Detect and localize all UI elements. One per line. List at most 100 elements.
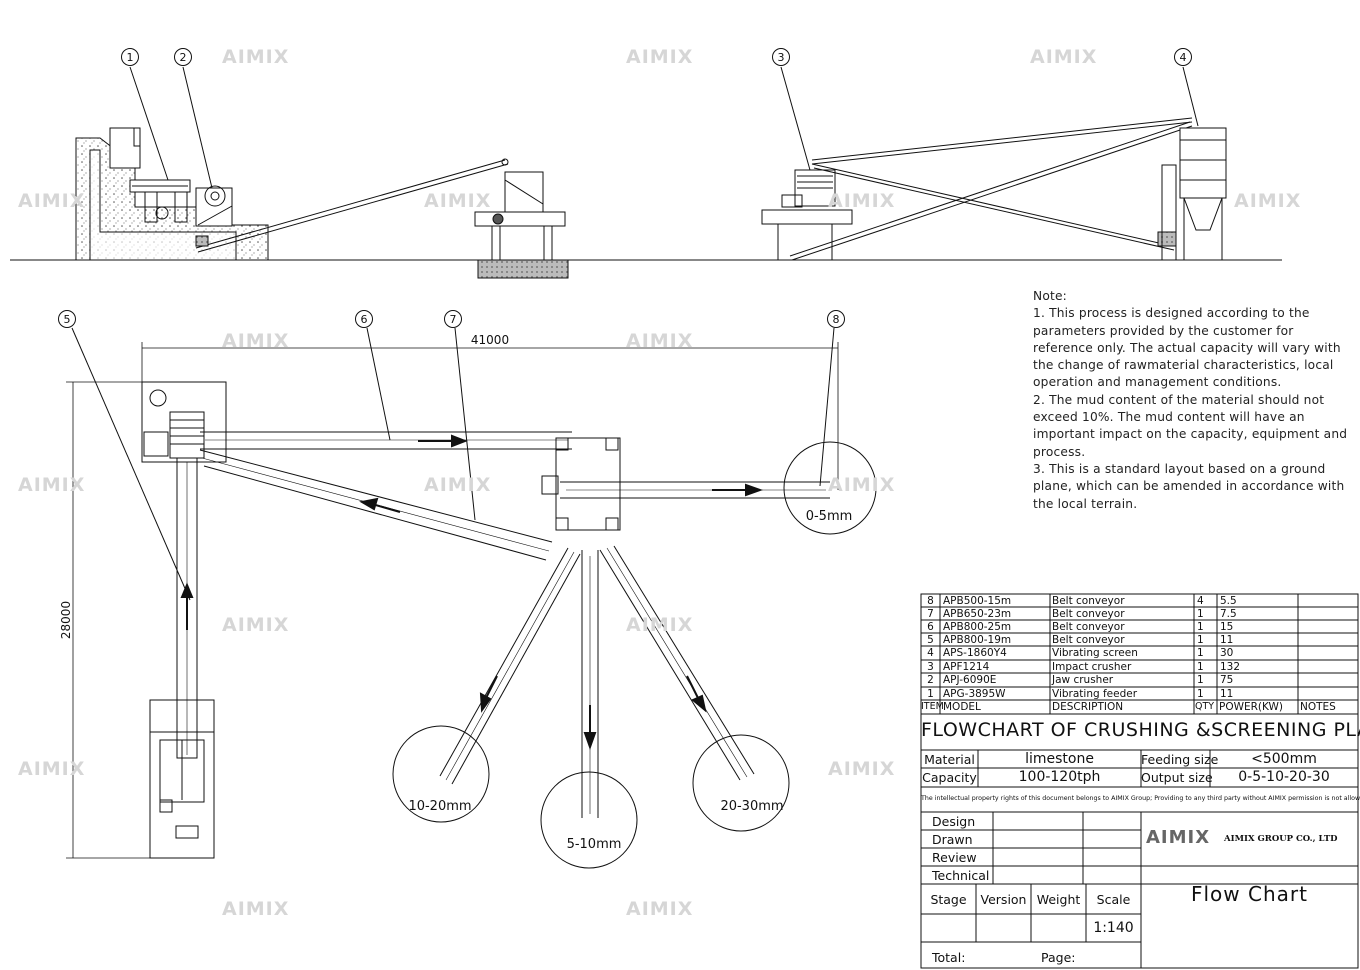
conveyor-elevation-1 — [195, 158, 509, 253]
row-description: Impact crusher — [1052, 661, 1132, 673]
watermark: AIMIX — [626, 330, 694, 352]
vibrating-screen-plan — [541, 437, 621, 531]
material-label: Material — [924, 752, 975, 767]
vibrating-feeder-elevation — [129, 179, 191, 223]
feeder-plan — [149, 699, 215, 859]
weight-label: Weight — [1036, 892, 1081, 907]
row-power: 11 — [1220, 688, 1234, 700]
row-qty: 4 — [1197, 595, 1204, 607]
conveyor-20-30-plan — [599, 545, 755, 781]
note-item: 2. The mud content of the material shoul… — [1033, 392, 1348, 459]
watermark: AIMIX — [222, 614, 290, 636]
company-name: AIMIX GROUP CO., LTD — [1224, 834, 1338, 844]
callout-4: 4 — [1180, 51, 1187, 64]
row-qty: 1 — [1197, 634, 1204, 646]
row-model: APB800-19m — [943, 634, 1012, 646]
scale-value: 1:140 — [1093, 920, 1134, 936]
watermark: AIMIX — [626, 614, 694, 636]
row-description: Belt conveyor — [1052, 621, 1125, 633]
callout-2: 2 — [180, 51, 187, 64]
drawing-name: Flow Chart — [1191, 882, 1308, 906]
row-power: 5.5 — [1220, 595, 1237, 607]
callout-6: 6 — [361, 313, 368, 326]
feeder-foundation — [75, 127, 269, 261]
watermark: AIMIX — [626, 898, 694, 920]
row-item: 8 — [927, 595, 934, 607]
watermark: AIMIX — [828, 190, 896, 212]
row-power: 132 — [1220, 661, 1241, 673]
conveyor-5-10-plan — [581, 550, 599, 818]
callout-8: 8 — [833, 313, 840, 326]
row-model: APG-3895W — [943, 688, 1006, 700]
row-item: 5 — [927, 634, 934, 646]
row-model: APB800-25m — [943, 621, 1012, 633]
watermark: AIMIX — [18, 758, 86, 780]
total-label: Total: — [932, 950, 966, 965]
impact-crusher-elevation — [761, 169, 853, 260]
conveyor-6-plan — [200, 431, 572, 450]
sign-row-review: Review — [932, 850, 977, 865]
header-notes: NOTES — [1300, 701, 1336, 713]
ip-notice: The intellectual property rights of this… — [921, 795, 1360, 802]
conveyor-0-5-plan — [560, 481, 830, 499]
output-label-20-30: 20-30mm — [720, 799, 783, 814]
dimension-41000 — [141, 342, 839, 490]
row-qty: 1 — [1197, 647, 1204, 659]
row-description: Belt conveyor — [1052, 608, 1125, 620]
output-size-label: Output size — [1141, 770, 1213, 785]
note-item: 1. This process is designed according to… — [1033, 306, 1341, 390]
watermark: AIMIX — [18, 474, 86, 496]
version-label: Version — [980, 892, 1027, 907]
callout-7: 7 — [450, 313, 457, 326]
row-qty: 1 — [1197, 674, 1204, 686]
callout-3: 3 — [778, 51, 785, 64]
watermark: AIMIX — [828, 758, 896, 780]
row-description: Belt conveyor — [1052, 595, 1125, 607]
page-label: Page: — [1041, 950, 1076, 965]
return-conveyor-elevation — [789, 117, 1193, 261]
feeding-size-value: <500mm — [1251, 751, 1317, 767]
header-description: DESCRIPTION — [1052, 701, 1124, 713]
jaw-crusher-elevation — [195, 185, 233, 227]
callout-1: 1 — [127, 51, 134, 64]
output-label-0-5: 0-5mm — [806, 509, 853, 524]
output-label-10-20: 10-20mm — [408, 799, 471, 814]
watermark: AIMIX — [828, 474, 896, 496]
drawing-title: FLOWCHART OF CRUSHING &SCREENING PLANT — [921, 719, 1360, 741]
row-description: Vibrating screen — [1052, 647, 1138, 659]
row-power: 7.5 — [1220, 608, 1237, 620]
scale-label: Scale — [1096, 892, 1131, 907]
header-qty: QTY — [1195, 701, 1215, 712]
row-description: Vibrating feeder — [1052, 688, 1138, 700]
row-qty: 1 — [1197, 661, 1204, 673]
row-item: 2 — [927, 674, 934, 686]
sign-row-design: Design — [932, 814, 976, 829]
watermark: AIMIX — [18, 190, 86, 212]
dimension-horizontal-label: 41000 — [471, 333, 509, 347]
row-qty: 1 — [1197, 688, 1204, 700]
dimension-vertical-label: 28000 — [59, 601, 73, 639]
output-circle-5-10 — [540, 771, 638, 869]
row-item: 3 — [927, 661, 934, 673]
conveyor-10-20-plan — [439, 547, 581, 785]
output-size-value: 0-5-10-20-30 — [1238, 769, 1330, 785]
watermark: AIMIX — [1030, 46, 1098, 68]
row-power: 11 — [1220, 634, 1234, 646]
row-model: APB650-23m — [943, 608, 1012, 620]
note-item: 3. This is a standard layout based on a … — [1033, 461, 1345, 511]
watermark: AIMIX — [222, 898, 290, 920]
row-item: 7 — [927, 608, 934, 620]
company-logo: AIMIX — [1146, 827, 1211, 848]
header-item: ITEM — [921, 701, 944, 712]
capacity-value: 100-120tph — [1018, 769, 1101, 785]
row-item: 6 — [927, 621, 934, 633]
watermark: AIMIX — [424, 190, 492, 212]
impact-crusher-plan — [141, 381, 227, 463]
note-heading: Note: — [1033, 289, 1067, 303]
callout-5: 5 — [64, 313, 71, 326]
capacity-label: Capacity — [922, 770, 977, 785]
output-circle-0-5 — [783, 441, 877, 535]
row-power: 30 — [1220, 647, 1234, 659]
row-item: 1 — [927, 688, 934, 700]
sign-row-drawn: Drawn — [932, 832, 973, 847]
